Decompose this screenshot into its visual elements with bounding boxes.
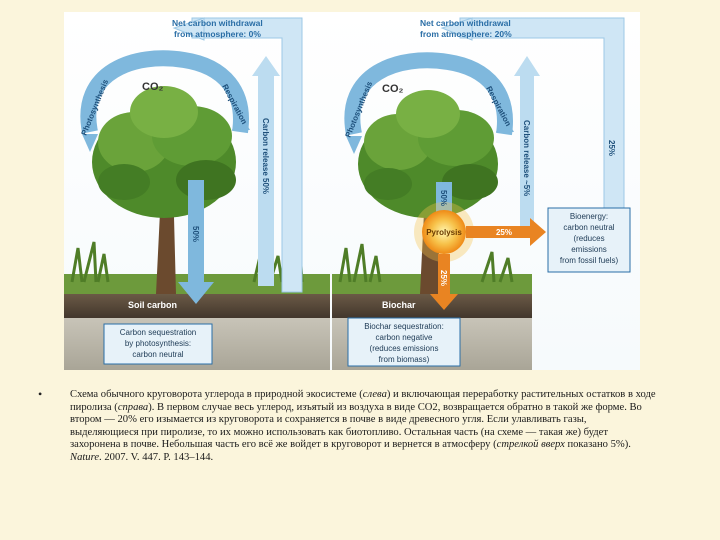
right-cycle-arc (344, 52, 513, 136)
pyrolysis-to-bioenergy-arrow (466, 218, 546, 246)
left-bottom-box (103, 323, 213, 365)
bioenergy-box-line-5: from fossil fuels) (560, 256, 619, 265)
left-bottom-box-line-2: by photosynthesis: (125, 339, 191, 348)
caption-part-3: ). В первом случае весь углерод, изъятый… (70, 401, 642, 451)
left-cycle-arc (80, 50, 249, 134)
caption-part-2: ) и включающая переработку растительных … (70, 389, 656, 413)
right-carbon-release-arrow (520, 72, 534, 236)
right-side-label: 25% (607, 140, 616, 156)
left-carbon-release-label: Carbon release 50% (261, 118, 270, 194)
caption-em-journal: Nature (70, 451, 100, 463)
caption-em-arrow-up: стрелкой вверх (496, 439, 565, 451)
caption-part-1: Схема обычного круговорота углерода в пр… (70, 389, 363, 400)
right-down-arrow-label: 50% (439, 190, 448, 206)
bioenergy-box-line-3: (reduces (573, 234, 604, 243)
right-bottom-box-line-3: (reduces emissions (370, 344, 439, 353)
right-carbon-release-label: Carbon release ~5% (522, 120, 531, 196)
left-top-label-2: from atmosphere: 0% (174, 29, 261, 39)
right-soil-label: Biochar (382, 300, 416, 310)
left-soil-label: Soil carbon (128, 300, 177, 310)
left-bottom-box-line-3: carbon neutral (132, 350, 183, 359)
pyrolysis-to-biochar-arrow (430, 254, 458, 310)
right-co2-label: CO₂ (382, 83, 404, 95)
left-carbon-release-arrow (258, 72, 274, 286)
left-tree-canopy (92, 86, 236, 218)
pyrolysis-burst (414, 202, 474, 262)
right-bottom-box-line-1: Biochar sequestration: (364, 322, 444, 331)
caption-part-4: показано 5%). (564, 439, 631, 451)
right-bottom-box (347, 317, 461, 367)
right-bottom-box-line-2: carbon negative (376, 333, 433, 342)
left-bottom-box-line-1: Carbon sequestration (120, 328, 197, 337)
right-soil (332, 294, 532, 320)
left-down-arrow (178, 180, 214, 304)
figure-caption: Схема обычного круговорота углерода в пр… (70, 389, 656, 465)
right-tree-canopy (358, 90, 498, 218)
right-panel: Net carbon withdrawal from atmosphere: 2… (332, 17, 631, 370)
left-withdrawal-arrow (191, 17, 303, 293)
right-down-arrow (436, 182, 452, 218)
bioenergy-box-line-4: emissions (571, 245, 607, 254)
left-panel: Net carbon withdrawal from atmosphere: 0… (64, 17, 330, 370)
pyrolysis-label: Pyrolysis (426, 228, 462, 237)
bioenergy-box-line-1: Bioenergy: (570, 212, 608, 221)
right-bottom-box-line-4: from biomass) (379, 355, 430, 364)
to-biochar-label: 25% (439, 270, 448, 286)
to-bioenergy-label: 25% (496, 228, 512, 237)
carbon-cycle-diagram: Net carbon withdrawal from atmosphere: 0… (64, 12, 640, 370)
caption-part-5: . 2007. V. 447. P. 143–144. (99, 451, 214, 463)
caption-em-right: справа (117, 401, 149, 413)
bioenergy-box (547, 207, 631, 273)
caption-bullet: • (38, 387, 43, 401)
left-down-arrow-label: 50% (191, 226, 200, 242)
caption-em-left: слева (362, 389, 387, 400)
left-co2-label: CO₂ (142, 81, 164, 93)
bioenergy-box-line-2: carbon neutral (563, 223, 614, 232)
left-top-label-1: Net carbon withdrawal (172, 18, 263, 28)
right-top-label-1: Net carbon withdrawal (420, 18, 511, 28)
right-top-label-2: from atmosphere: 20% (420, 29, 512, 39)
